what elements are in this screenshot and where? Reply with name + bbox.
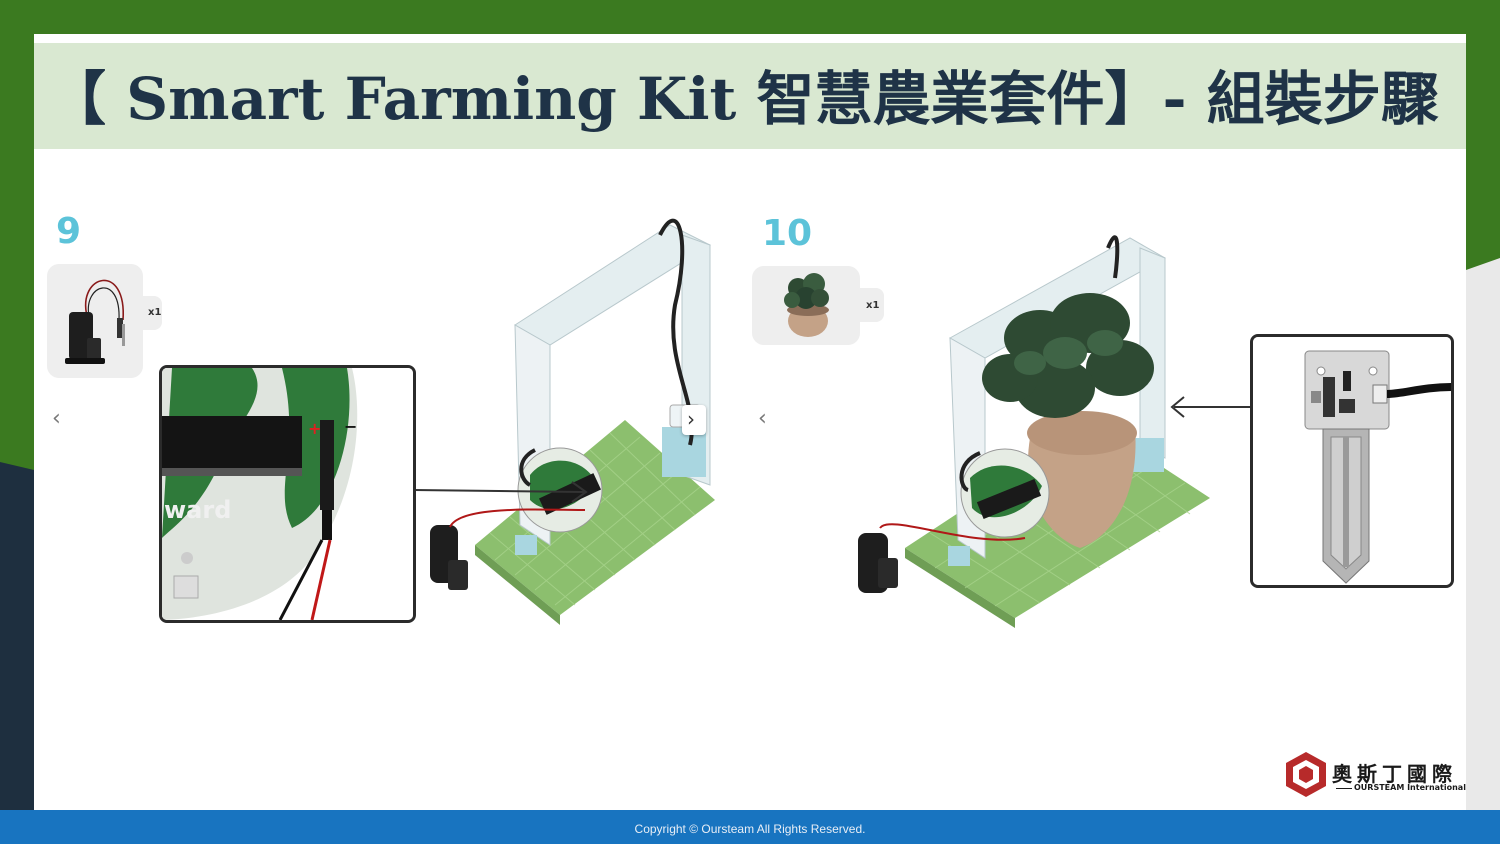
step-10-zoom-detail: [1250, 334, 1454, 588]
title-band: [34, 43, 1466, 149]
step-9-assembly-illustration: [430, 218, 715, 625]
step-10-prev-chevron-icon[interactable]: ‹: [758, 406, 767, 431]
step-9-pointer-arrow: [414, 481, 588, 503]
svg-text:−: −: [344, 417, 357, 436]
footer-bar: [0, 810, 1500, 844]
logo-divider: [1336, 788, 1352, 789]
step-10-pointer-arrow: [1170, 396, 1252, 418]
step-10-number: 10: [762, 213, 813, 254]
chevron-right-icon: ›: [687, 407, 695, 431]
oursteam-logo: [1286, 752, 1326, 797]
svg-text:ward: ward: [164, 496, 231, 524]
step-9-zoom-detail: ward + −: [159, 365, 416, 623]
step-9-part-card: [47, 264, 143, 378]
step-9-number: 9: [56, 211, 82, 252]
water-pump-icon: [65, 279, 125, 364]
step-10-part-card: [752, 266, 860, 345]
circuit-board-detail: ward + −: [162, 368, 413, 620]
potted-plant-icon: [784, 273, 829, 337]
slide-title: 【 Smart Farming Kit 智慧農業套件】- 組裝步驟: [48, 65, 1439, 133]
step-9-quantity: x1: [148, 307, 162, 318]
step-10-quantity: x1: [866, 300, 880, 311]
logo-name-chinese: 奧斯丁國際: [1332, 762, 1457, 786]
step-10-assembly-illustration: [858, 235, 1210, 628]
step-9-next-button[interactable]: ›: [682, 405, 706, 435]
logo-name-english: OURSTEAM International: [1354, 783, 1466, 792]
svg-text:+: +: [308, 419, 321, 438]
step-9-prev-chevron-icon[interactable]: ‹: [52, 406, 61, 431]
moisture-sensor-icon: [1253, 337, 1451, 585]
footer-copyright: Copyright © Oursteam All Rights Reserved…: [634, 822, 866, 836]
